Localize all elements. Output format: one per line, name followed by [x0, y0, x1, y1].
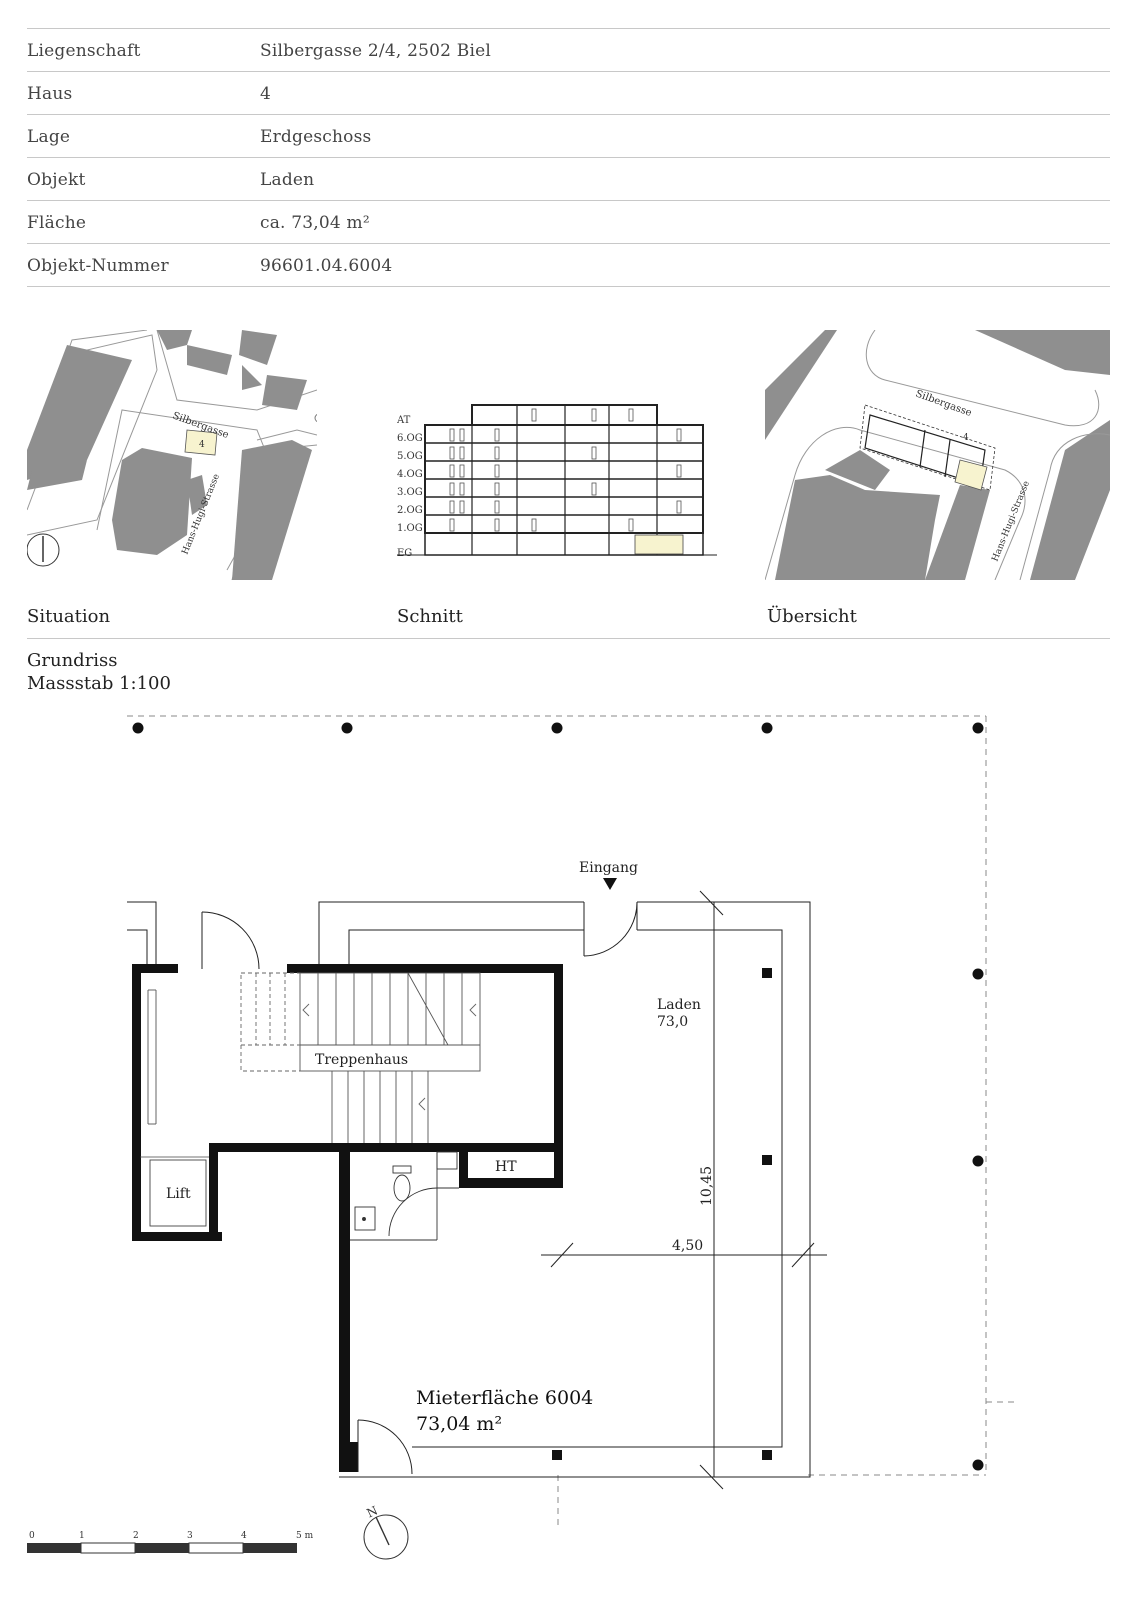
stair-hidden-lines [240, 972, 301, 1072]
room-area: 73,0 [657, 1014, 688, 1030]
highlight-house [184, 429, 218, 456]
info-value: 4 [260, 84, 272, 104]
info-label: Liegenschaft [27, 41, 141, 61]
building-section [397, 404, 717, 556]
svg-text:EG: EG [397, 548, 412, 559]
stair-direction-icons [302, 1003, 477, 1111]
info-label: Haus [27, 84, 73, 104]
highlight-unit [634, 534, 684, 555]
lift-cabin [149, 1159, 207, 1227]
grundriss-scale: Massstab 1:100 [27, 673, 171, 694]
street-label-hans-hugi: Hans-Hugi-Strasse [991, 480, 1032, 563]
info-label: Fläche [27, 213, 87, 233]
section-windows [449, 408, 682, 532]
room-name: Laden [657, 997, 701, 1013]
floor-plan: Eingang [27, 715, 1015, 1560]
map-point-icon [314, 413, 317, 423]
svg-text:1.OG: 1.OG [397, 523, 423, 534]
overview-map: 4 Silbergasse Hans-Hugi-Strasse [765, 330, 1110, 580]
scalebar-tick: 2 [133, 1531, 139, 1541]
info-value: ca. 73,04 m² [260, 213, 370, 233]
north-arrow-icon [27, 533, 60, 567]
scalebar-tick: 1 [79, 1531, 85, 1541]
svg-text:AT: AT [397, 415, 411, 426]
info-label: Objekt-Nummer [27, 256, 169, 276]
stair-label: Treppenhaus [315, 1052, 408, 1068]
divider [27, 638, 1110, 639]
tenant-label: Mieterfläche 6004 [416, 1387, 593, 1409]
situation-map: 4 Silbergasse Hans-Hugi-Strasse [27, 330, 317, 580]
tenant-area: 73,04 m² [416, 1413, 502, 1435]
dimension-vertical: 10,45 [699, 1166, 715, 1206]
info-value: 96601.04.6004 [260, 256, 393, 276]
building-blocks [27, 330, 312, 580]
level-labels: AT 6.OG 5.OG 4.OG 3.OG 2.OG 1.OG EG [397, 415, 423, 559]
svg-text:4.OG: 4.OG [397, 469, 423, 480]
scalebar-tick: 3 [187, 1531, 193, 1541]
grundriss-title: Grundriss [27, 650, 118, 671]
info-row-objekt-nummer: Objekt-Nummer 96601.04.6004 [27, 244, 1110, 287]
column-points [132, 722, 984, 1471]
core-walls [132, 964, 563, 1472]
street-label-silbergasse: Silbergasse [914, 388, 973, 419]
caption-schnitt: Schnitt [397, 606, 463, 627]
ht-label: HT [495, 1159, 517, 1175]
house-number: 4 [963, 433, 969, 443]
dimension-horizontal: 4,50 [672, 1238, 703, 1254]
section-drawing: AT 6.OG 5.OG 4.OG 3.OG 2.OG 1.OG EG [397, 404, 717, 559]
info-label: Objekt [27, 170, 86, 190]
svg-text:6.OG: 6.OG [397, 433, 423, 444]
svg-text:3.OG: 3.OG [397, 487, 423, 498]
info-row-lage: Lage Erdgeschoss [27, 115, 1110, 158]
svg-text:5.OG: 5.OG [397, 451, 423, 462]
lower-door-icon [357, 1419, 413, 1475]
property-info-table: Liegenschaft Silbergasse 2/4, 2502 Biel … [27, 28, 1110, 287]
house-number: 4 [199, 440, 205, 450]
scalebar-tick: 0 [29, 1531, 35, 1541]
info-label: Lage [27, 127, 71, 147]
scalebar-tick: 5 m [296, 1531, 314, 1541]
info-row-objekt: Objekt Laden [27, 158, 1110, 201]
highlight-unit [954, 459, 988, 491]
north-arrow-icon: N [363, 1503, 409, 1560]
building-boundary [127, 715, 1015, 1528]
info-value: Laden [260, 170, 315, 190]
info-value: Silbergasse 2/4, 2502 Biel [260, 41, 491, 61]
info-row-liegenschaft: Liegenschaft Silbergasse 2/4, 2502 Biel [27, 29, 1110, 72]
caption-uebersicht: Übersicht [767, 606, 857, 627]
shop-walls [127, 901, 811, 1478]
scalebar: 0 1 2 3 4 5 m [27, 1531, 314, 1554]
washbasin-icon [354, 1206, 376, 1231]
svg-text:2.OG: 2.OG [397, 505, 423, 516]
caption-situation: Situation [27, 606, 111, 627]
info-row-haus: Haus 4 [27, 72, 1110, 115]
info-value: Erdgeschoss [260, 127, 372, 147]
stair-door-icon [201, 911, 260, 970]
info-row-flaeche: Fläche ca. 73,04 m² [27, 201, 1110, 244]
scalebar-tick: 4 [241, 1531, 247, 1541]
svg-text:N: N [365, 1503, 380, 1520]
dimension-lines [541, 890, 827, 1490]
lift-label: Lift [166, 1186, 191, 1202]
entrance-door-icon [583, 901, 638, 957]
entrance-arrow-icon [603, 878, 617, 890]
staircase [147, 972, 481, 1143]
entrance-label: Eingang [579, 860, 638, 876]
building-blocks [765, 330, 1110, 580]
wc-icon [350, 1151, 459, 1241]
